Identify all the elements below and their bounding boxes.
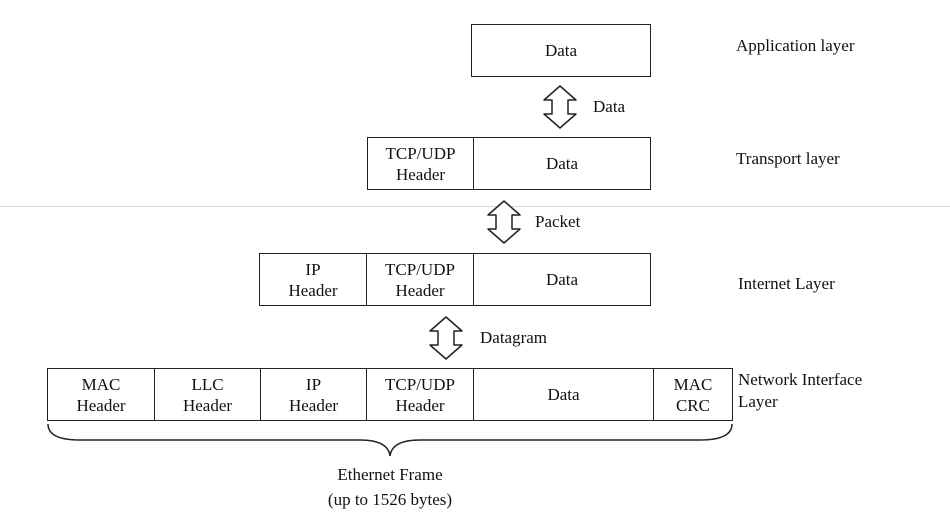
arrow-label-packet: Packet: [535, 212, 581, 231]
network-interface-layer-label: Network Interface Layer: [738, 370, 863, 411]
double-arrow-icon: [484, 199, 524, 245]
internet-layer-label: Internet Layer: [738, 274, 835, 293]
ethernet-frame-title: Ethernet Frame: [337, 465, 443, 484]
ethernet-frame-size-note: (up to 1526 bytes): [327, 490, 453, 509]
internet-data-cell: Data: [473, 254, 650, 305]
network-mac-crc-cell: MAC CRC: [653, 369, 732, 420]
application-layer-label: Application layer: [736, 36, 855, 55]
application-data-cell: Data: [544, 41, 578, 60]
network-mac-header-cell: MAC Header: [76, 374, 126, 415]
network-data-cell: Data: [473, 369, 653, 420]
network-interface-layer-box: MAC Header LLC Header IP Header TCP/UDP …: [47, 368, 733, 421]
double-arrow-icon: [426, 315, 466, 361]
network-tcpudp-header-cell: TCP/UDP Header: [366, 369, 473, 420]
network-llc-header-cell: LLC Header: [154, 369, 260, 420]
arrow-label-data: Data: [593, 97, 626, 116]
divider-line: [0, 206, 950, 207]
internet-layer-box: IP Header TCP/UDP Header Data: [259, 253, 651, 306]
transport-layer-label: Transport layer: [736, 149, 840, 168]
transport-tcpudp-header-cell: TCP/UDP Header: [385, 143, 456, 184]
transport-data-cell: Data: [473, 138, 650, 189]
curly-brace-icon: [47, 423, 733, 457]
transport-layer-box: TCP/UDP Header Data: [367, 137, 651, 190]
internet-ip-header-cell: IP Header: [288, 259, 338, 300]
network-ip-header-cell: IP Header: [260, 369, 366, 420]
internet-tcpudp-header-cell: TCP/UDP Header: [366, 254, 473, 305]
application-layer-box: Data: [471, 24, 651, 77]
double-arrow-icon: [540, 84, 580, 130]
arrow-label-datagram: Datagram: [480, 328, 548, 347]
